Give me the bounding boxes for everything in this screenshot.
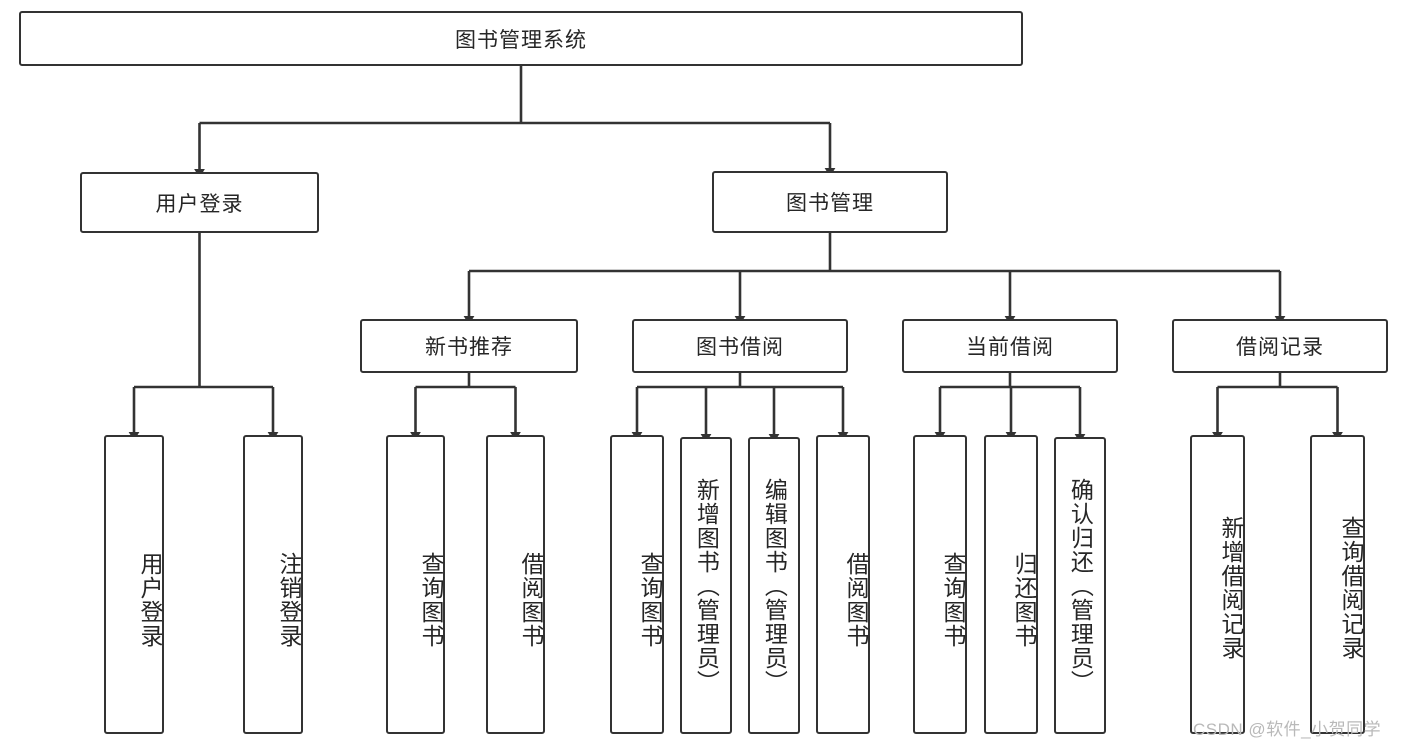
node-leaf-return-book: 归还图书	[984, 435, 1038, 734]
node-new-book-rec: 新书推荐	[360, 319, 578, 373]
node-leaf-borrow-book-1: 借阅图书	[486, 435, 545, 734]
node-leaf-query-record: 查询借阅记录	[1310, 435, 1365, 734]
node-leaf-query-book-2: 查询图书	[610, 435, 664, 734]
node-leaf-confirm-return: 确认归还（管理员）	[1054, 437, 1106, 734]
node-leaf-user-login: 用户登录	[104, 435, 164, 734]
node-user-login: 用户登录	[80, 172, 319, 233]
node-root: 图书管理系统	[19, 11, 1023, 66]
node-book-borrow: 图书借阅	[632, 319, 848, 373]
node-book-manage: 图书管理	[712, 171, 948, 233]
node-current-borrow: 当前借阅	[902, 319, 1118, 373]
node-leaf-logout: 注销登录	[243, 435, 303, 734]
node-leaf-borrow-book-2: 借阅图书	[816, 435, 870, 734]
node-leaf-query-book-1: 查询图书	[386, 435, 445, 734]
csdn-watermark: CSDN @软件_小贺同学	[1193, 720, 1382, 739]
node-leaf-query-book-3: 查询图书	[913, 435, 967, 734]
node-borrow-record: 借阅记录	[1172, 319, 1388, 373]
node-leaf-add-record: 新增借阅记录	[1190, 435, 1245, 734]
node-leaf-edit-book: 编辑图书（管理员）	[748, 437, 800, 734]
node-leaf-add-book: 新增图书（管理员）	[680, 437, 732, 734]
